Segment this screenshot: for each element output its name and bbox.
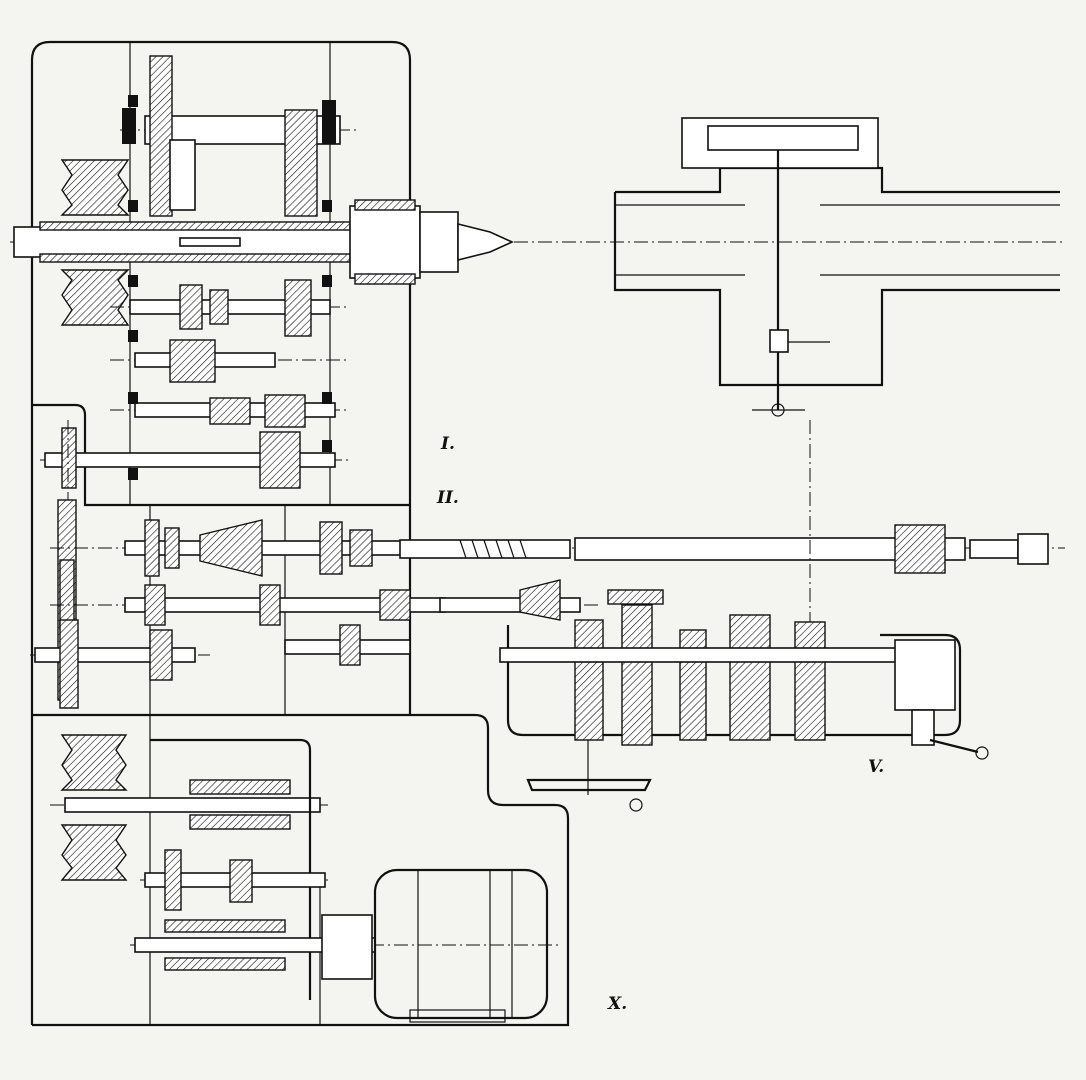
section-label-X: X. xyxy=(608,994,628,1014)
motor-gearbox xyxy=(130,738,560,1000)
handwheel xyxy=(526,740,652,812)
electric-motor xyxy=(321,868,549,1023)
lead-screw xyxy=(399,524,1049,574)
section-label-I: I. xyxy=(441,434,455,454)
feed-gearbox xyxy=(30,519,1065,709)
drive-pulley-bottom xyxy=(50,734,330,881)
intermediate-shafts xyxy=(40,95,350,489)
carriage-top-view xyxy=(613,117,1060,417)
apron-lever xyxy=(911,709,989,760)
v-belt-pulley-top xyxy=(60,159,130,326)
main-spindle xyxy=(10,199,1065,285)
apron xyxy=(499,420,962,746)
upper-countershaft xyxy=(120,55,360,217)
section-label-II: II. xyxy=(437,488,459,508)
section-label-V: V. xyxy=(868,757,885,777)
